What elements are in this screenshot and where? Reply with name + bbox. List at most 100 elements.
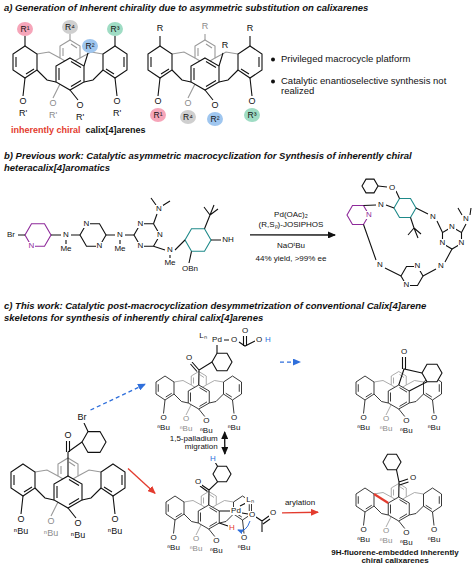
atom-label: O (359, 414, 367, 422)
atom-label: ⁿBu (427, 424, 442, 432)
atom-label: ⁿBu (189, 545, 204, 553)
substituent-label: R⁴ (62, 20, 78, 34)
reagent-label: (R,Sₚ)-JOSIPHOS (258, 221, 325, 229)
bullet-text: Catalytic enantioselective synthesis not… (280, 76, 472, 96)
atom-label: Pd (230, 507, 242, 515)
atom-label: O (202, 417, 210, 425)
atom-label: ⁿBu (43, 529, 59, 538)
atom-label: N (437, 262, 445, 270)
yield-label: 44% yield, >99% ee (255, 255, 328, 263)
atom-label: O (402, 417, 410, 425)
panel-b-substrate (18, 198, 221, 263)
atom-label: inherently chiral (10, 126, 82, 135)
atom-label: Lₙ (198, 332, 207, 340)
atom-label: R' (75, 113, 85, 122)
substituent-label: R³ (244, 108, 260, 122)
panel-a-structures (271, 80, 275, 84)
panel-c-structures (11, 336, 442, 537)
atom-label: Me (59, 245, 72, 253)
atom-label: O (192, 535, 200, 543)
panel-c-structures (67, 336, 443, 532)
panel-c-structures (200, 462, 270, 532)
atom-label: Pd (211, 336, 223, 344)
structure-node: OLₙPdOOOHOOOOⁿBuⁿBuⁿBuⁿBu (145, 326, 280, 432)
atom-label: ⁿBu (399, 539, 414, 547)
substituent-label: R¹ (17, 22, 33, 36)
atom-label: O (382, 527, 390, 535)
atom-label: H (209, 455, 217, 463)
atom-label: ⁿBu (427, 536, 442, 544)
panel-c-structures (397, 470, 409, 497)
panel-a-structures (148, 40, 262, 100)
atom-label: O (48, 99, 57, 108)
atom-label: O (230, 414, 238, 422)
atom-label: ⁿBu (13, 527, 29, 536)
panel-c-structures (238, 521, 250, 531)
atom-label: O (16, 515, 25, 524)
reaction-arrow (282, 512, 318, 514)
atom-label: ⁿBu (237, 544, 252, 552)
atom-label: O (153, 97, 162, 106)
atom-label: ⁿBu (379, 425, 394, 433)
atom-label: O (402, 529, 410, 537)
atom-label: R' (48, 111, 58, 120)
atom-label: N (458, 239, 466, 247)
atom-label: O (388, 184, 396, 192)
substituent-label: R² (82, 39, 98, 53)
atom-label: OBn (181, 265, 199, 273)
atom-label: ⁿBu (107, 527, 123, 536)
panel-b-substrate (18, 198, 221, 263)
atom-label: O (247, 97, 256, 106)
atom-label: R (221, 41, 230, 50)
panel-c-structures (213, 466, 231, 482)
panel-b-substrate (185, 229, 211, 252)
atom-label: O (409, 474, 417, 482)
atom-label: N (462, 215, 470, 223)
arrow-label: 1,5-palladium migration (147, 435, 219, 452)
atom-label: O (46, 517, 55, 526)
atom-label: ⁿBu (227, 424, 242, 432)
atom-label: O (230, 336, 238, 344)
atom-label: N (116, 231, 124, 239)
atom-label: Me (113, 245, 126, 253)
structure-node: OOOOOⁿBuⁿBuⁿBuⁿBu (300, 340, 472, 432)
atom-label: R' (112, 109, 122, 118)
atom-label: ⁿBu (70, 531, 86, 540)
atom-label: ⁿBu (356, 536, 371, 544)
atom-label: N (83, 220, 91, 228)
panel-c-structures (191, 336, 256, 385)
atom-label: N (166, 246, 174, 254)
panel-heading: a) Generation of Inherent chirality due … (3, 2, 473, 14)
atom-label: N (96, 242, 104, 250)
reaction-arrow (224, 432, 226, 454)
panel-a-structures (271, 58, 275, 62)
atom-label: O (75, 101, 84, 110)
atom-label: O (183, 99, 192, 108)
substituent-label: R³ (107, 22, 123, 36)
atom-label: O (159, 414, 167, 422)
reaction-arrow (91, 384, 146, 410)
atom-label: NH (221, 236, 235, 244)
bullet-text: Privileged macrocycle platform (280, 54, 472, 64)
atom-label: O (182, 415, 190, 423)
atom-label: O (241, 327, 249, 335)
panel-a-structures (13, 40, 127, 100)
panel-c-structures (82, 432, 106, 453)
atom-label: ⁿBu (399, 427, 414, 435)
reaction-arrow (280, 361, 300, 362)
panel-heading: b) Previous work: Catalytic asymmetric m… (3, 150, 473, 173)
panel-c-structures (422, 364, 442, 381)
panel-b-macrocycle (347, 179, 471, 285)
atom-label: H (228, 524, 236, 532)
panel-b-macrocycle (394, 199, 416, 218)
atom-label: O (430, 526, 438, 534)
atom-label: ⁿBu (209, 547, 224, 555)
atom-label: Me (163, 259, 176, 267)
atom-label: O (359, 526, 367, 534)
atom-label: N (62, 231, 70, 239)
atom-label: O (269, 509, 277, 517)
panel-heading: c) This work: Catalytic post-macrocycliz… (3, 300, 473, 323)
atom-label: O (110, 515, 119, 524)
atom-label: O (194, 478, 202, 486)
panel-a-structures (13, 34, 275, 100)
